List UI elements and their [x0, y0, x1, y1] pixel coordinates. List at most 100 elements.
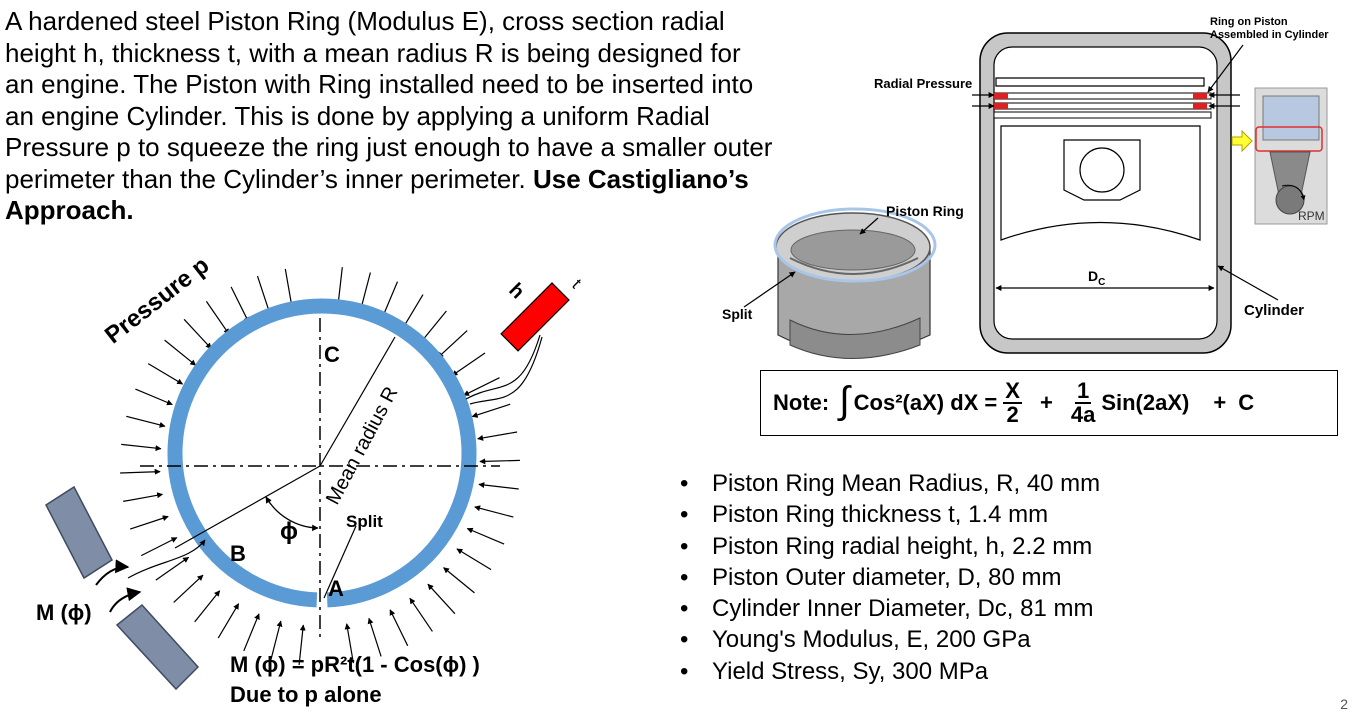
problem-emphasis: Use Castigliano’s Approach. [5, 163, 749, 226]
note-plus-2: + [1213, 390, 1227, 415]
ring-section-left-2 [994, 103, 1008, 109]
integral-note: Note: ∫ Cos²(aX) dX = X 2 + 1 4a Sin(2aX… [760, 370, 1338, 436]
piston-split-label: Split [722, 306, 753, 322]
spec-item: Cylinder Inner Diameter, Dc, 81 mm [680, 593, 1100, 625]
piston-crown [995, 77, 1205, 87]
phi-radius-line [174, 465, 321, 549]
pressure-arrow [456, 548, 492, 571]
dc-label-main: D [1088, 268, 1099, 284]
specs-list: Piston Ring Mean Radius, R, 40 mm Piston… [680, 468, 1100, 687]
ring-segment-upper [45, 485, 113, 580]
pressure-arrow [451, 352, 486, 377]
note-constant: C [1238, 390, 1255, 415]
rpm-label: RPM [1298, 209, 1325, 223]
dc-label: DC [1088, 268, 1105, 288]
pressure-arrow [420, 310, 447, 343]
piston-groove-3 [993, 111, 1212, 119]
ring-section-right-1 [1193, 93, 1207, 99]
pressure-arrow [367, 617, 382, 657]
note-plus-1: + [1039, 390, 1053, 415]
split-label: Split [346, 512, 383, 531]
ring-cross-section [500, 282, 570, 352]
pressure-arrow [120, 468, 161, 475]
fraction-1: X 2 [1003, 380, 1022, 426]
engine-inset-arrow [1231, 129, 1253, 153]
page-number: 2 [1340, 696, 1348, 712]
fraction-1-den: 2 [1006, 402, 1019, 427]
pressure-arrow [194, 590, 221, 623]
section-leader-1 [465, 334, 541, 400]
pressure-arrow [183, 318, 212, 350]
pressure-arrow [205, 301, 230, 335]
cylinder-bore [993, 46, 1218, 340]
fraction-2: 1 4a [1071, 380, 1095, 426]
spec-item: Piston Ring thickness t, 1.4 mm [680, 499, 1100, 531]
pressure-arrow [466, 527, 505, 545]
piston-3d-ring [773, 207, 937, 283]
pressure-arrow [123, 492, 164, 502]
engine-inset-highlight [1255, 126, 1323, 152]
ring-segment-lower [115, 603, 200, 691]
spec-item: Yield Stress, Sy, 300 MPa [680, 656, 1100, 688]
piston-ring-label: Piston Ring [886, 203, 964, 219]
pressure-arrow [256, 275, 272, 315]
pressure-arrow [443, 567, 475, 594]
pressure-arrow [130, 515, 169, 530]
pressure-arrow [173, 574, 204, 603]
moment-arrow-upper [95, 559, 130, 586]
piston-ring-leader [859, 217, 879, 235]
rpm-arrow [1281, 184, 1306, 201]
note-prefix: Note: [773, 390, 830, 415]
engine-inset-cylinder [1262, 95, 1320, 141]
pressure-arrow [389, 609, 409, 647]
spec-item: Piston Ring Mean Radius, R, 40 mm [680, 468, 1100, 500]
label-b: B [230, 541, 246, 566]
pressure-arrow [478, 482, 519, 490]
moment-formula-line1: M (ϕ) = pR²t(1 - Cos(ϕ) ) [230, 652, 480, 677]
moment-arrow-lower [109, 587, 142, 613]
piston-pin-hole [1079, 147, 1125, 193]
pressure-arrow [147, 363, 184, 385]
note-sin-term: Sin(2aX) [1101, 390, 1190, 415]
pressure-arrow [409, 597, 433, 632]
split-leader [323, 525, 357, 599]
pressure-arrow [140, 537, 178, 557]
ring-diagram [45, 267, 570, 691]
spec-item: Young's Modulus, E, 200 GPa [680, 624, 1100, 656]
piston-skirt [1000, 125, 1201, 241]
pressure-arrow [135, 388, 173, 406]
pressure-arrow [230, 286, 250, 324]
moment-label: M (ϕ) [36, 600, 92, 625]
ring-on-piston-label: Ring on Piston Assembled in Cylinder [1210, 16, 1329, 41]
problem-text: A hardened steel Piston Ring (Modulus E)… [5, 6, 773, 194]
phi-angle-arc [265, 496, 319, 532]
spec-item: Piston Ring radial height, h, 2.2 mm [680, 531, 1100, 563]
pressure-arrow [126, 415, 166, 428]
pressure-arrow [471, 403, 511, 418]
fraction-1-num: X [1003, 378, 1022, 404]
piston-3d-skirt [789, 317, 921, 359]
moment-formula: M (ϕ) = pR²t(1 - Cos(ϕ) ) Due to p alone [230, 650, 480, 710]
dc-label-sub: C [1098, 276, 1106, 288]
pressure-arrow [298, 624, 306, 665]
pressure-arrow [217, 603, 240, 639]
ring-on-piston-leader [1207, 44, 1244, 93]
pressure-arrow [427, 583, 456, 615]
phi-label: ϕ [280, 518, 298, 545]
pressure-arrow [463, 377, 500, 396]
integral-sign: ∫ [839, 379, 850, 422]
moment-leader [127, 539, 206, 579]
pressure-arrow [155, 556, 190, 581]
fraction-2-num: 1 [1074, 378, 1092, 404]
pressure-arrow [477, 431, 518, 441]
label-a: A [328, 576, 344, 601]
piston-split-leader [743, 271, 796, 308]
ring-section-right-2 [1193, 103, 1207, 109]
pressure-arrow [344, 623, 354, 664]
note-integrand: Cos²(aX) dX = [853, 390, 998, 415]
moment-formula-line2: Due to p alone [230, 682, 382, 707]
piston-groove-2 [993, 102, 1212, 110]
piston-groove-1 [993, 92, 1212, 100]
radial-pressure-label: Radial Pressure [874, 76, 973, 91]
